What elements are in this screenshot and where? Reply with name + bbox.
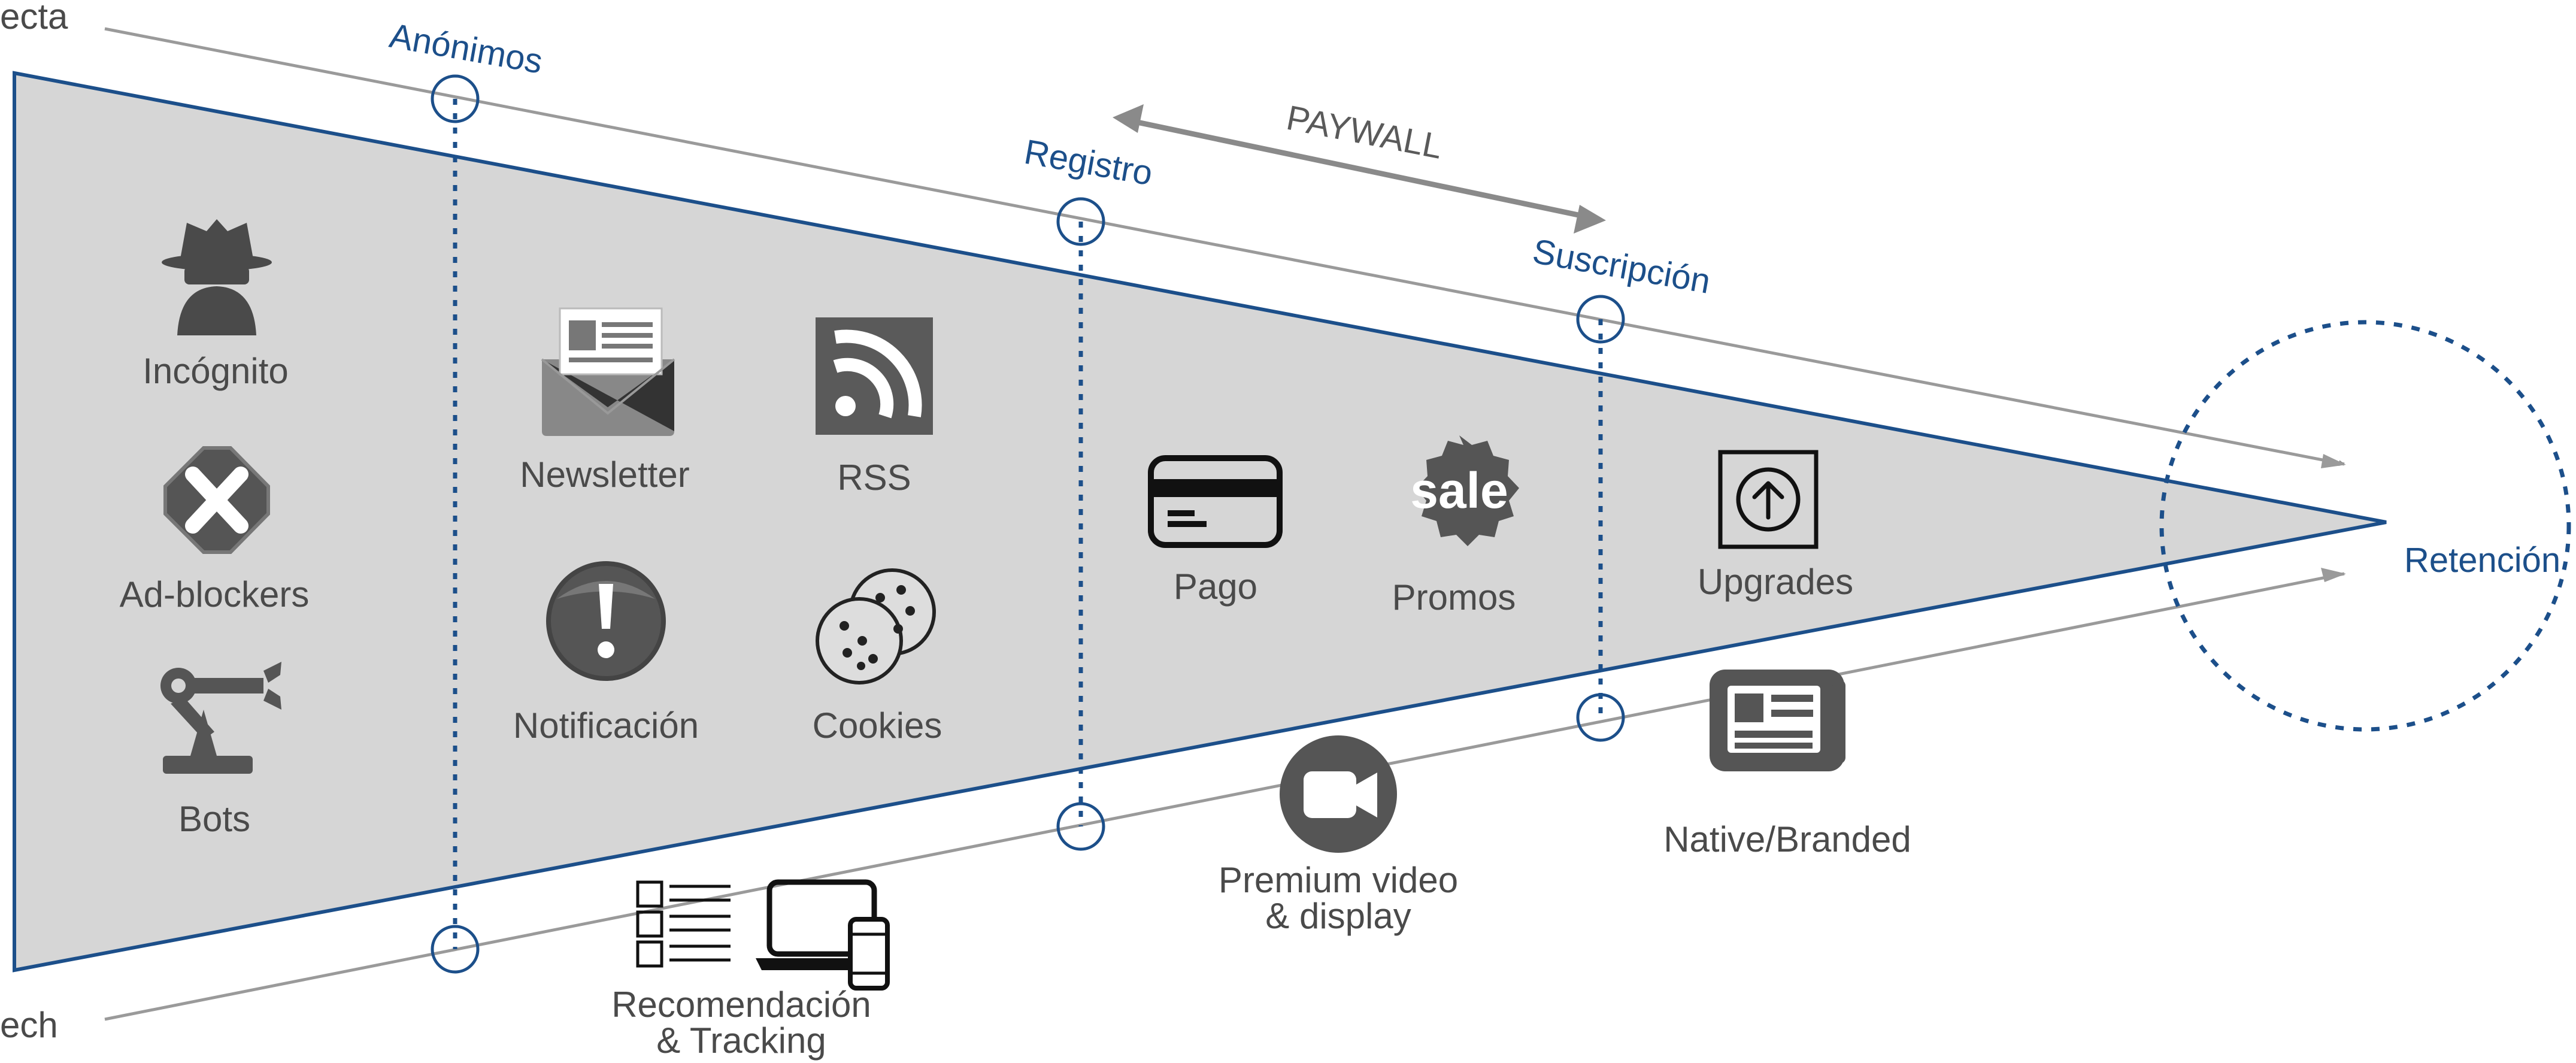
registration-bottom-node <box>1056 802 1105 851</box>
bottom-edge-label: ech <box>0 1005 58 1045</box>
top-edge-arrowhead <box>2321 454 2346 468</box>
paywall-arrowhead-right <box>1574 205 1606 234</box>
registration-top-node <box>1056 197 1105 246</box>
rss-icon <box>816 317 933 435</box>
recommendation-label-line1: Recomendación <box>611 985 871 1025</box>
incognito-label: Incógnito <box>143 351 289 391</box>
recommendation-label-line2: & Tracking <box>656 1020 826 1061</box>
notification-icon <box>546 561 666 681</box>
bottom-edge-arrowhead <box>2321 568 2346 582</box>
retention-circle <box>2159 320 2571 732</box>
upgrade-icon <box>1718 450 1819 549</box>
rss-label: RSS <box>837 458 911 498</box>
robot-arm-icon <box>160 662 281 774</box>
credit-card-icon <box>1148 455 1283 548</box>
recommendation-list-icon <box>636 880 731 968</box>
cookies-icon <box>816 568 936 685</box>
premium-label-line2: & display <box>1265 896 1411 936</box>
adblockers-label: Ad-blockers <box>120 574 310 614</box>
bots-label: Bots <box>178 799 250 839</box>
incognito-icon <box>162 219 272 335</box>
upgrades-label: Upgrades <box>1698 562 1853 602</box>
devices-icon <box>756 879 890 991</box>
svg-text:sale: sale <box>1410 462 1508 519</box>
anonymous-top-node <box>431 74 480 123</box>
paywall-arrow-line <box>1125 117 1587 220</box>
paywall-arrowhead-left <box>1113 104 1144 133</box>
payment-label: Pago <box>1174 567 1257 607</box>
native-branded-icon <box>1710 670 1845 771</box>
sale-badge-icon: sale <box>1410 435 1519 546</box>
native-branded-label: Native/Branded <box>1663 819 1911 859</box>
retention-label: Retención <box>2404 541 2560 580</box>
anonymous-bottom-node <box>431 925 480 974</box>
notification-label: Notificación <box>513 705 699 746</box>
newsletter-label: Newsletter <box>520 455 689 495</box>
subscription-top-node <box>1576 295 1625 344</box>
premium-label-line1: Premium video <box>1219 860 1458 900</box>
video-icon <box>1280 735 1397 853</box>
promos-label: Promos <box>1392 577 1516 617</box>
subscription-label: Suscripción <box>1530 232 1714 301</box>
top-edge-label: ecta <box>0 0 68 37</box>
registration-label: Registro <box>1022 132 1156 193</box>
subscription-bottom-node <box>1576 693 1625 742</box>
adblocker-icon <box>163 446 270 554</box>
cookies-label: Cookies <box>813 705 942 746</box>
anonymous-label: Anónimos <box>387 16 545 81</box>
newsletter-icon <box>541 307 675 436</box>
